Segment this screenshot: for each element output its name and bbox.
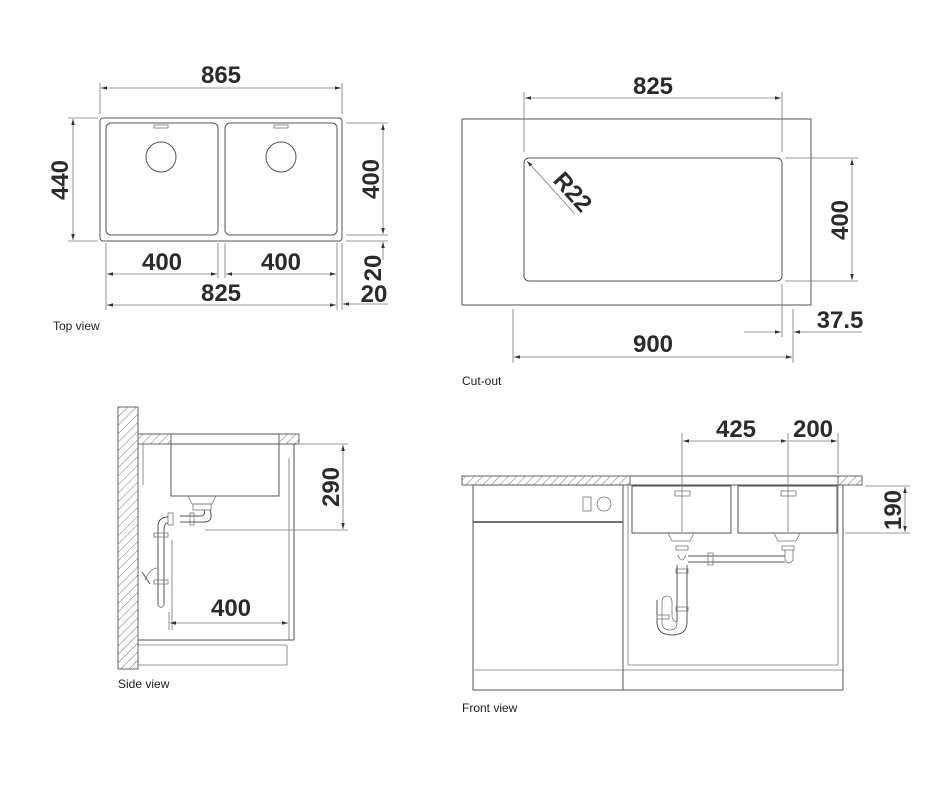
dishwasher-button-icon: [582, 496, 592, 512]
dim-900: 900: [633, 331, 673, 358]
caption-cutout: Cut-out: [462, 374, 502, 388]
dim-825-cutout: 825: [633, 73, 673, 100]
dim-200: 200: [793, 416, 833, 443]
countertop-right: [278, 433, 300, 445]
dim-290: 290: [318, 467, 345, 507]
sink-cabinet: [622, 484, 844, 691]
drain-left-icon: [145, 141, 177, 173]
overflow-right-icon: [273, 124, 289, 129]
sink-outline: [99, 117, 343, 242]
dim-400-right: 400: [261, 249, 301, 276]
cutout-view: 825 R22 400 900 37.5 Cut-out: [461, 73, 864, 388]
dim-20-vertical: 20: [360, 255, 387, 282]
countertop-right-front: [837, 475, 863, 486]
dim-440: 440: [47, 160, 74, 200]
dim-825-top: 825: [201, 280, 241, 307]
dim-r22: R22: [548, 167, 598, 218]
dim-400-depth: 400: [358, 159, 385, 199]
dim-20-horizontal: 20: [361, 281, 388, 308]
wall: [117, 406, 139, 670]
dim-400-cutout: 400: [827, 200, 854, 240]
bowl-right: [224, 122, 338, 236]
dim-865: 865: [201, 62, 241, 89]
top-view: 865 440 400 20 400 400 825 20 Top view: [47, 62, 388, 333]
dim-400-left: 400: [142, 249, 182, 276]
dim-425: 425: [716, 416, 756, 443]
dishwasher-knob-icon: [596, 496, 612, 512]
caption-top-view: Top view: [53, 319, 100, 333]
overflow-left-icon: [153, 124, 169, 129]
cutout-outline: [523, 157, 783, 282]
front-bowl-left: [631, 485, 732, 534]
sink-bowl: [170, 443, 280, 497]
side-view: 290 400 Side view: [117, 406, 348, 691]
bowl-left: [105, 122, 219, 236]
dim-190: 190: [880, 490, 907, 530]
front-bowl-right: [737, 485, 838, 534]
countertop-left: [137, 433, 172, 445]
countertop-outline: [461, 118, 812, 306]
countertop-left-front: [461, 475, 631, 486]
dishwasher: [472, 484, 624, 691]
caption-front-view: Front view: [462, 701, 518, 715]
front-view: 425 200 190 Front view: [461, 416, 910, 715]
caption-side-view: Side view: [118, 677, 170, 691]
dim-37-5: 37.5: [817, 307, 864, 334]
drain-pipe: [157, 516, 169, 605]
dim-400-side: 400: [211, 595, 251, 622]
drain-fitting: [187, 495, 217, 505]
drain-right-icon: [265, 141, 297, 173]
